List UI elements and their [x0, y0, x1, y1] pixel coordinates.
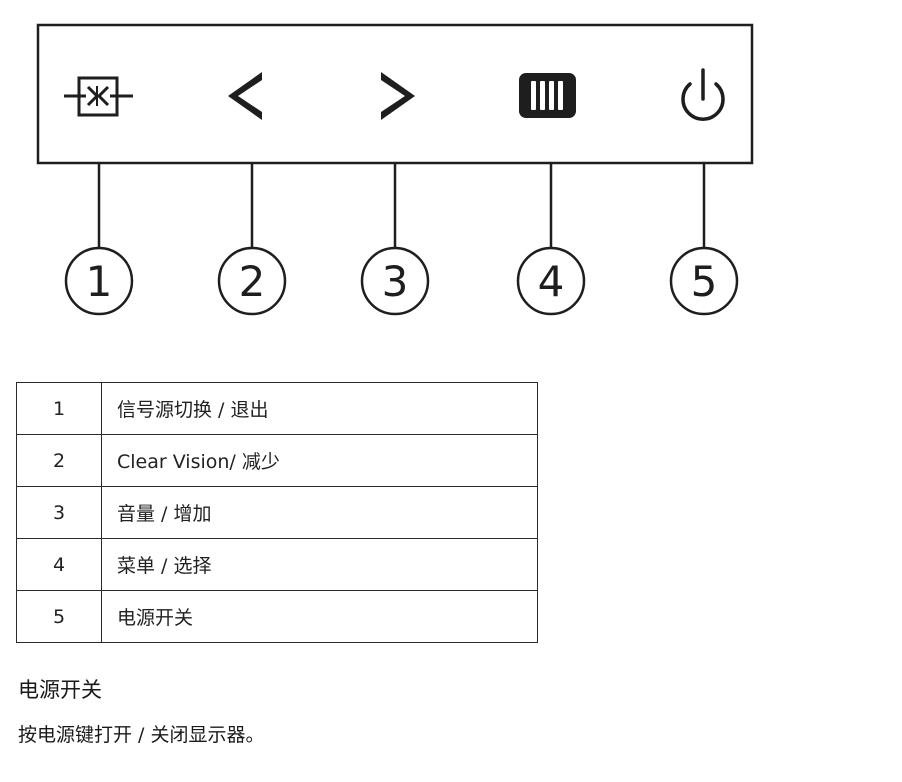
row-function: 菜单 / 选择 — [101, 538, 538, 591]
source-exit-icon — [64, 76, 133, 117]
button-panel-diagram: 1 2 3 4 5 — [36, 23, 754, 316]
callout-3-number: 3 — [382, 257, 409, 306]
table-row: 4 菜单 / 选择 — [16, 538, 538, 591]
leader-lines — [97, 163, 706, 247]
button-function-table: 1 信号源切换 / 退出 2 Clear Vision/ 减少 3 音量 / 增… — [16, 382, 538, 643]
callout-4-number: 4 — [538, 257, 565, 306]
row-number: 2 — [16, 434, 102, 487]
row-function: Clear Vision/ 减少 — [101, 434, 538, 487]
table-row: 2 Clear Vision/ 减少 — [16, 434, 538, 487]
chevron-right-icon — [381, 72, 415, 120]
section-body: 按电源键打开 / 关闭显示器。 — [18, 724, 265, 746]
table-row: 5 电源开关 — [16, 590, 538, 643]
section-heading: 电源开关 — [18, 678, 102, 702]
callout-5-number: 5 — [691, 257, 718, 306]
button-strip-frame — [36, 23, 754, 165]
table-row: 1 信号源切换 / 退出 — [16, 382, 538, 435]
row-number: 3 — [16, 486, 102, 539]
callout-2-number: 2 — [239, 257, 266, 306]
row-number: 4 — [16, 538, 102, 591]
row-function: 电源开关 — [101, 590, 538, 643]
number-callouts: 1 2 3 4 5 — [64, 246, 739, 316]
power-icon — [681, 68, 725, 121]
callout-4: 4 — [516, 246, 586, 316]
row-number: 5 — [16, 590, 102, 643]
row-function: 信号源切换 / 退出 — [101, 382, 538, 435]
row-number: 1 — [16, 382, 102, 435]
table-row: 3 音量 / 增加 — [16, 486, 538, 539]
chevron-left-icon — [228, 72, 262, 120]
callout-1: 1 — [64, 246, 134, 316]
row-function: 音量 / 增加 — [101, 486, 538, 539]
callout-5: 5 — [669, 246, 739, 316]
callout-1-number: 1 — [86, 257, 113, 306]
callout-2: 2 — [217, 246, 287, 316]
callout-3: 3 — [360, 246, 430, 316]
menu-icon — [519, 73, 576, 118]
